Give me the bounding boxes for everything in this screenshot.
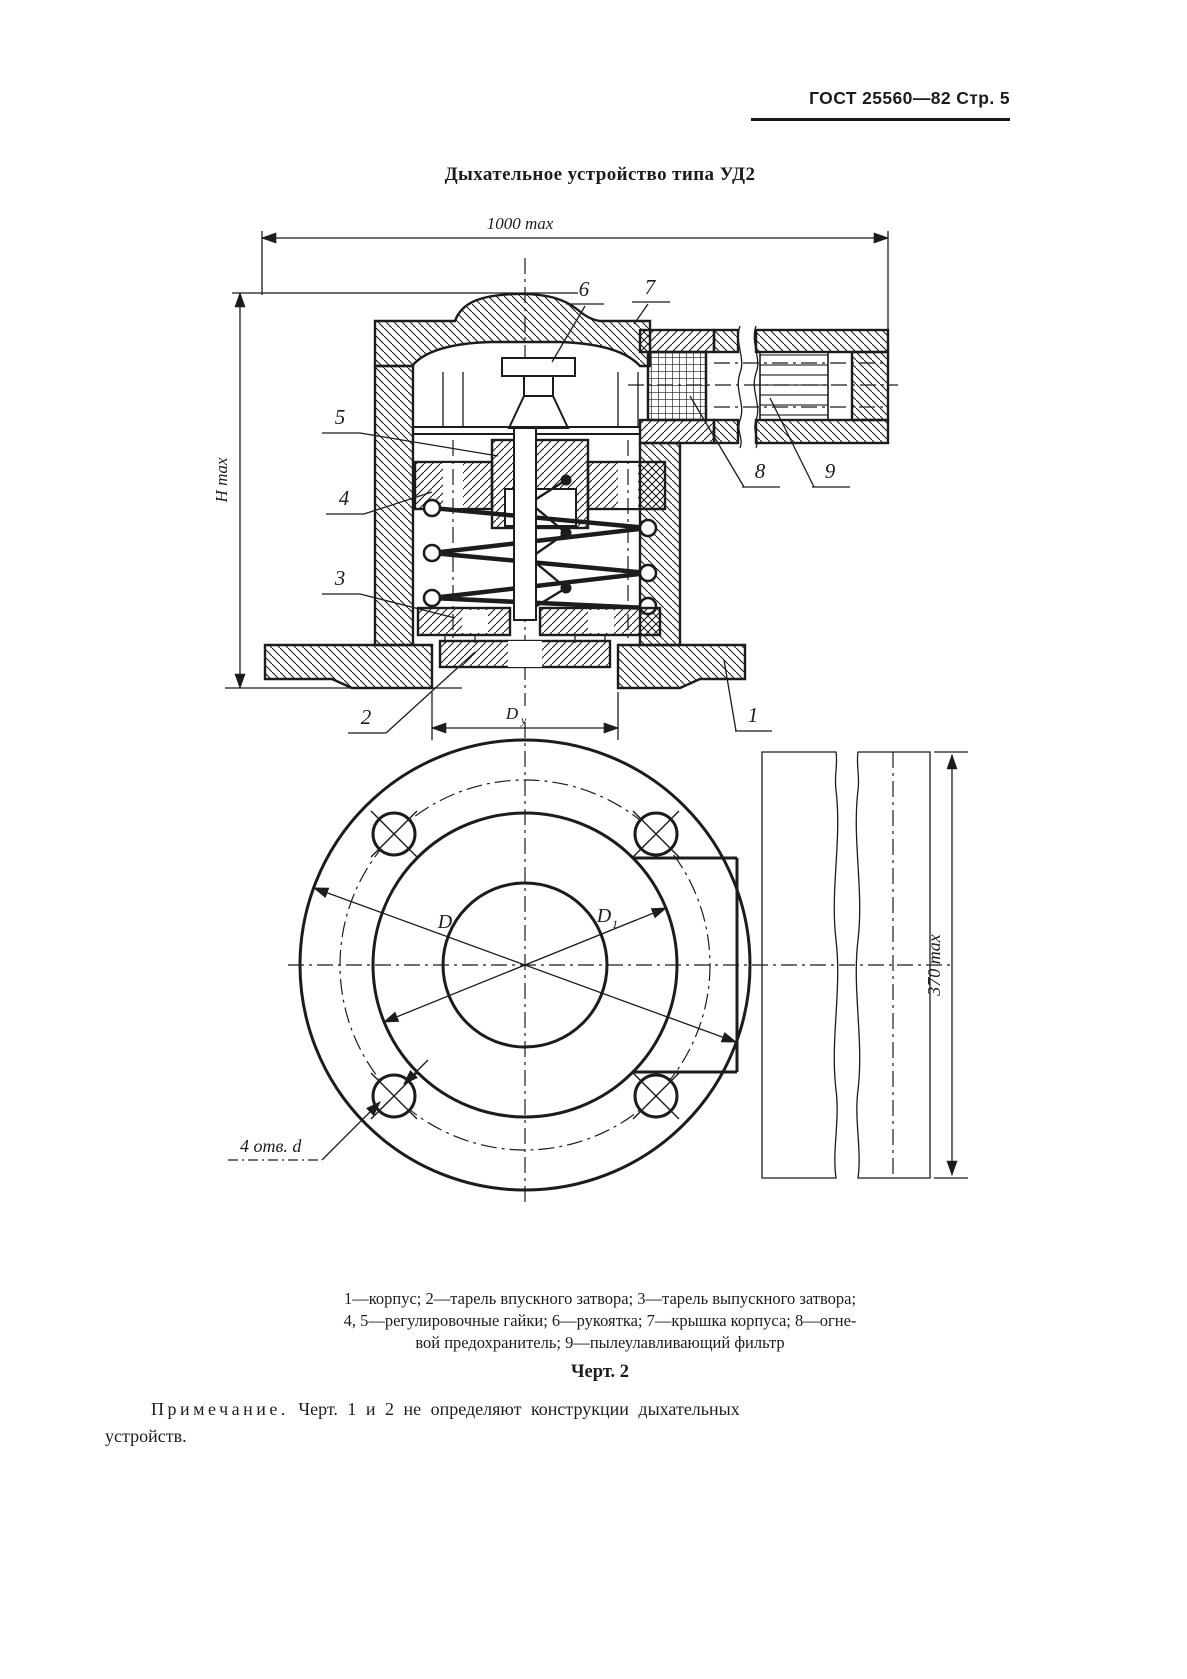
part-number-1: 1: [748, 703, 759, 727]
caption-line-3: вой предохранитель; 9—пылеулавливающий ф…: [415, 1333, 785, 1352]
callout-6: 6: [551, 277, 604, 363]
arrestor-housing-bottom: [638, 418, 716, 445]
dim-overall-width-label: 1000 max: [487, 214, 554, 233]
flange-outer-circle: [298, 738, 752, 1192]
dim-bore-sub: y: [520, 713, 527, 727]
part-number-2: 2: [361, 705, 372, 729]
dim-depth-label: 370 max: [924, 934, 944, 997]
pipe-plan-view: 370 max: [761, 751, 968, 1179]
valve-internals: [413, 357, 667, 643]
dimension-depth: 370 max: [924, 751, 968, 1179]
dust-filter: [759, 351, 829, 421]
arrestor-housing-top: [638, 328, 716, 354]
figure-number: Черт. 2: [570, 1362, 630, 1382]
technical-drawing: 1000 max H max: [212, 214, 968, 1205]
caption-line-2: 4, 5—регулировочные гайки; 6—рукоятка; 7…: [343, 1311, 857, 1330]
callout-1: 1: [723, 659, 772, 732]
holes-callout: 4 отв. d: [228, 1059, 429, 1161]
note-paragraph: Примечание. Черт. 1 и 2 не определяют ко…: [105, 1396, 1055, 1450]
dim-bolt-circle-sub: 1: [612, 917, 618, 931]
note-intro: Примечание.: [151, 1399, 289, 1419]
housing-base: [263, 639, 747, 690]
page-header: ГОСТ 25560—82 Стр. 5: [751, 88, 1010, 121]
note-rest: Черт. 1 и 2 не определяют конструкции ды…: [298, 1399, 740, 1419]
bolt-hole: [370, 1072, 418, 1120]
part-number-8: 8: [755, 459, 766, 483]
handle-neck: [523, 375, 554, 397]
bolt-holes: [370, 810, 680, 1120]
bolt-hole: [632, 1072, 680, 1120]
callout-5: 5: [322, 405, 499, 457]
caption-line-1: 1—корпус; 2—тарель впускного затвора; 3—…: [343, 1289, 857, 1308]
pipe-end-cap: [850, 350, 890, 422]
diameter-d1: D 1: [382, 905, 668, 1023]
dim-overall-height-label: H max: [212, 457, 231, 503]
callout-4: 4: [326, 486, 433, 515]
housing-cover: [373, 292, 652, 368]
pipe-assembly: [628, 325, 898, 449]
note-line-1: Примечание. Черт. 1 и 2 не определяют ко…: [105, 1396, 1055, 1423]
bolt-hole: [632, 810, 680, 858]
holes-note-label: 4 отв. d: [240, 1136, 302, 1156]
part-number-7: 7: [645, 275, 657, 299]
part-number-5: 5: [335, 405, 346, 429]
break-line: [737, 325, 743, 449]
bolt-hole: [370, 810, 418, 858]
callout-3: 3: [322, 566, 456, 619]
callout-7: 7: [632, 275, 670, 325]
part-number-9: 9: [825, 459, 836, 483]
handle-knob: [501, 357, 576, 377]
dim-bore-label: D: [505, 704, 519, 723]
callout-9: 9: [769, 397, 850, 488]
valve-stem: [513, 427, 537, 621]
break-line: [753, 325, 759, 449]
dimension-overall-width: 1000 max: [260, 214, 890, 332]
figure-caption: 1—корпус; 2—тарель впускного затвора; 3—…: [145, 1288, 1055, 1354]
section-view: 1000 max H max: [212, 214, 898, 740]
part-callouts: 6 7 5 4 3 2 1 8 9: [322, 275, 850, 734]
part-number-3: 3: [334, 566, 346, 590]
figure-title: Дыхательное устройство типа УД2: [444, 164, 756, 185]
fire-arrestor-grid: [646, 350, 708, 422]
note-line-2: устройств.: [105, 1426, 187, 1446]
pipe-plan-right-piece: [855, 751, 931, 1179]
dim-outer-diameter-label: D: [437, 911, 453, 933]
callout-2: 2: [348, 651, 476, 734]
part-number-4: 4: [339, 486, 350, 510]
part-number-6: 6: [579, 277, 590, 301]
callout-8: 8: [689, 395, 780, 488]
outer-spring: [429, 505, 651, 611]
pipe-plan-left-piece: [761, 751, 839, 1179]
dimension-nominal-bore: D y: [430, 692, 620, 740]
plan-view: D D 1 4 отв. d: [228, 722, 952, 1205]
dim-bolt-circle-label: D: [596, 905, 612, 927]
handle-cone: [507, 395, 570, 429]
